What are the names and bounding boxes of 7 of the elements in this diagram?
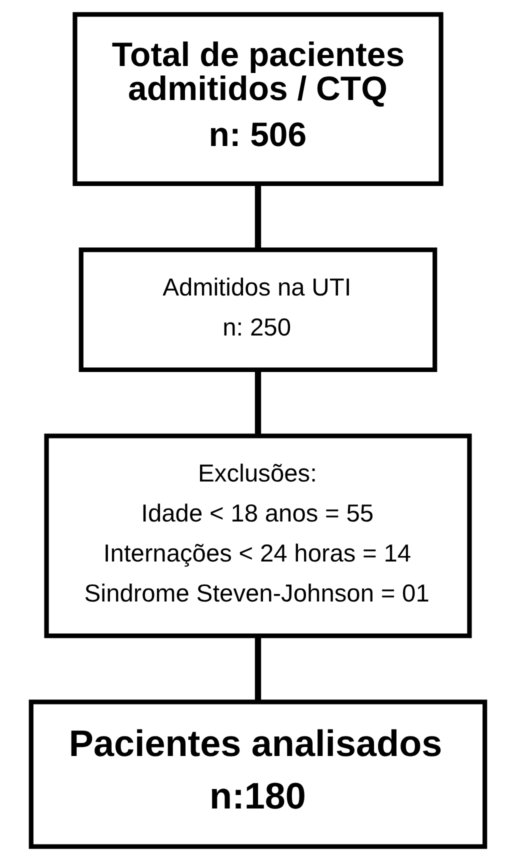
connector [254,184,261,250]
connector [254,370,261,436]
node-box: Total de pacientes admitidos / CTQ n: 506 [72,12,443,186]
node-box: Exclusões: Idade < 18 anos = 55 Internações < 24 horas = 14 Sindrome Steven-Johnson = 01 [44,434,472,638]
node-box: Pacientes analisados n:180 [28,700,487,849]
connector [254,636,261,702]
node-box: Admitidos na UTI n: 250 [78,247,437,372]
